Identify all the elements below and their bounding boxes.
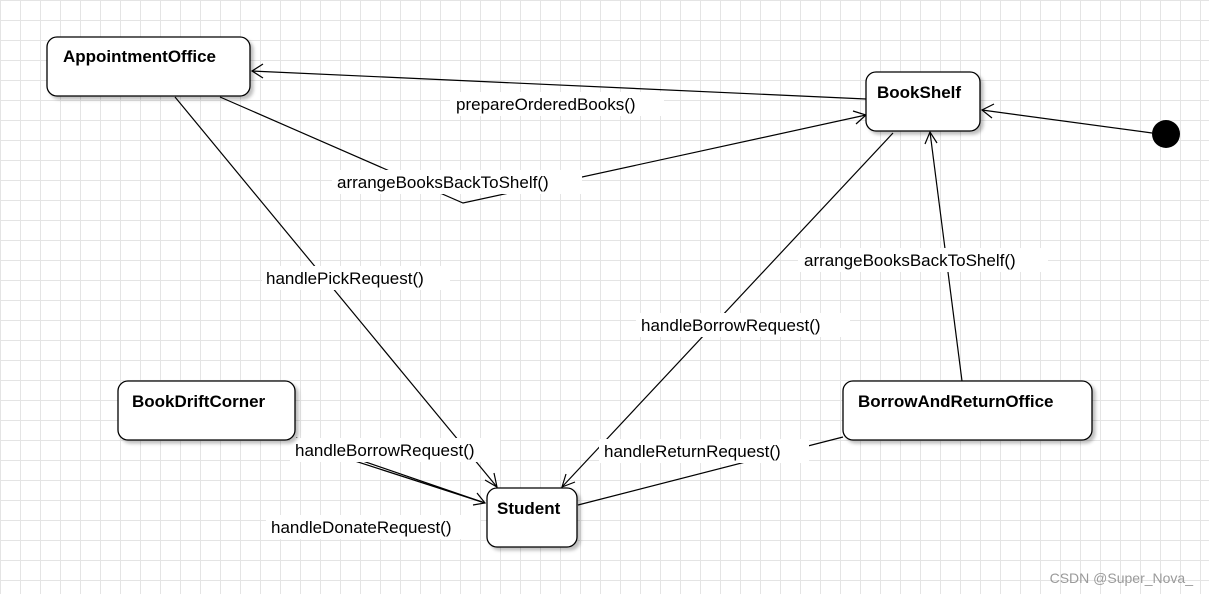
label-background	[798, 248, 1048, 272]
label-background	[636, 313, 850, 337]
state-book-drift-corner[interactable]: BookDriftCorner	[117, 380, 296, 441]
arrowhead	[250, 63, 264, 79]
edge-appointmentoffice-to-bookshelf	[219, 96, 867, 204]
state-label: Student	[497, 499, 561, 518]
edge-appointmentoffice-to-student	[174, 96, 498, 488]
arrowhead	[980, 103, 995, 119]
label-handle-return-request: handleReturnRequest()	[604, 442, 781, 461]
edge-bookshelf-to-appointmentoffice	[251, 70, 867, 100]
label-handle-borrow-request-bookshelf: handleBorrowRequest()	[641, 316, 821, 335]
arrowhead	[561, 473, 576, 489]
watermark: CSDN @Super_Nova_	[1049, 570, 1193, 586]
state-student[interactable]: Student	[486, 487, 578, 548]
label-handle-donate-request: handleDonateRequest()	[271, 518, 452, 537]
label-handle-borrow-request-driftcorner: handleBorrowRequest()	[295, 441, 475, 460]
arrowhead	[484, 472, 498, 489]
edge-bookshelf-to-student	[561, 132, 894, 488]
state-appointment-office[interactable]: AppointmentOffice	[46, 36, 251, 97]
edge-initial-to-bookshelf	[981, 109, 1153, 134]
state-label: BookShelf	[877, 83, 961, 102]
state-box	[46, 36, 251, 97]
label-background	[599, 439, 809, 463]
state-box	[486, 487, 578, 548]
label-arrange-books-back-2: arrangeBooksBackToShelf()	[804, 251, 1016, 270]
label-background	[332, 170, 582, 194]
initial-state	[1152, 120, 1180, 148]
label-background	[266, 515, 480, 539]
state-book-shelf[interactable]: BookShelf	[865, 71, 981, 132]
label-background	[290, 438, 500, 462]
state-box	[842, 380, 1093, 441]
state-box	[117, 380, 296, 441]
label-prepare-ordered-books: prepareOrderedBooks()	[456, 95, 636, 114]
state-borrow-and-return-office[interactable]: BorrowAndReturnOffice	[842, 380, 1093, 441]
arrowhead	[924, 130, 938, 145]
state-label: BookDriftCorner	[132, 392, 266, 411]
edge-labels: prepareOrderedBooks() arrangeBooksBackTo…	[262, 92, 1048, 539]
state-box	[865, 71, 981, 132]
label-arrange-books-back-1: arrangeBooksBackToShelf()	[337, 173, 549, 192]
state-label: AppointmentOffice	[63, 47, 216, 66]
arrowhead	[472, 492, 487, 506]
label-handle-pick-request: handlePickRequest()	[266, 269, 424, 288]
edges	[174, 63, 1153, 506]
label-background	[262, 266, 450, 290]
state-label: BorrowAndReturnOffice	[858, 392, 1054, 411]
label-background	[450, 92, 664, 116]
